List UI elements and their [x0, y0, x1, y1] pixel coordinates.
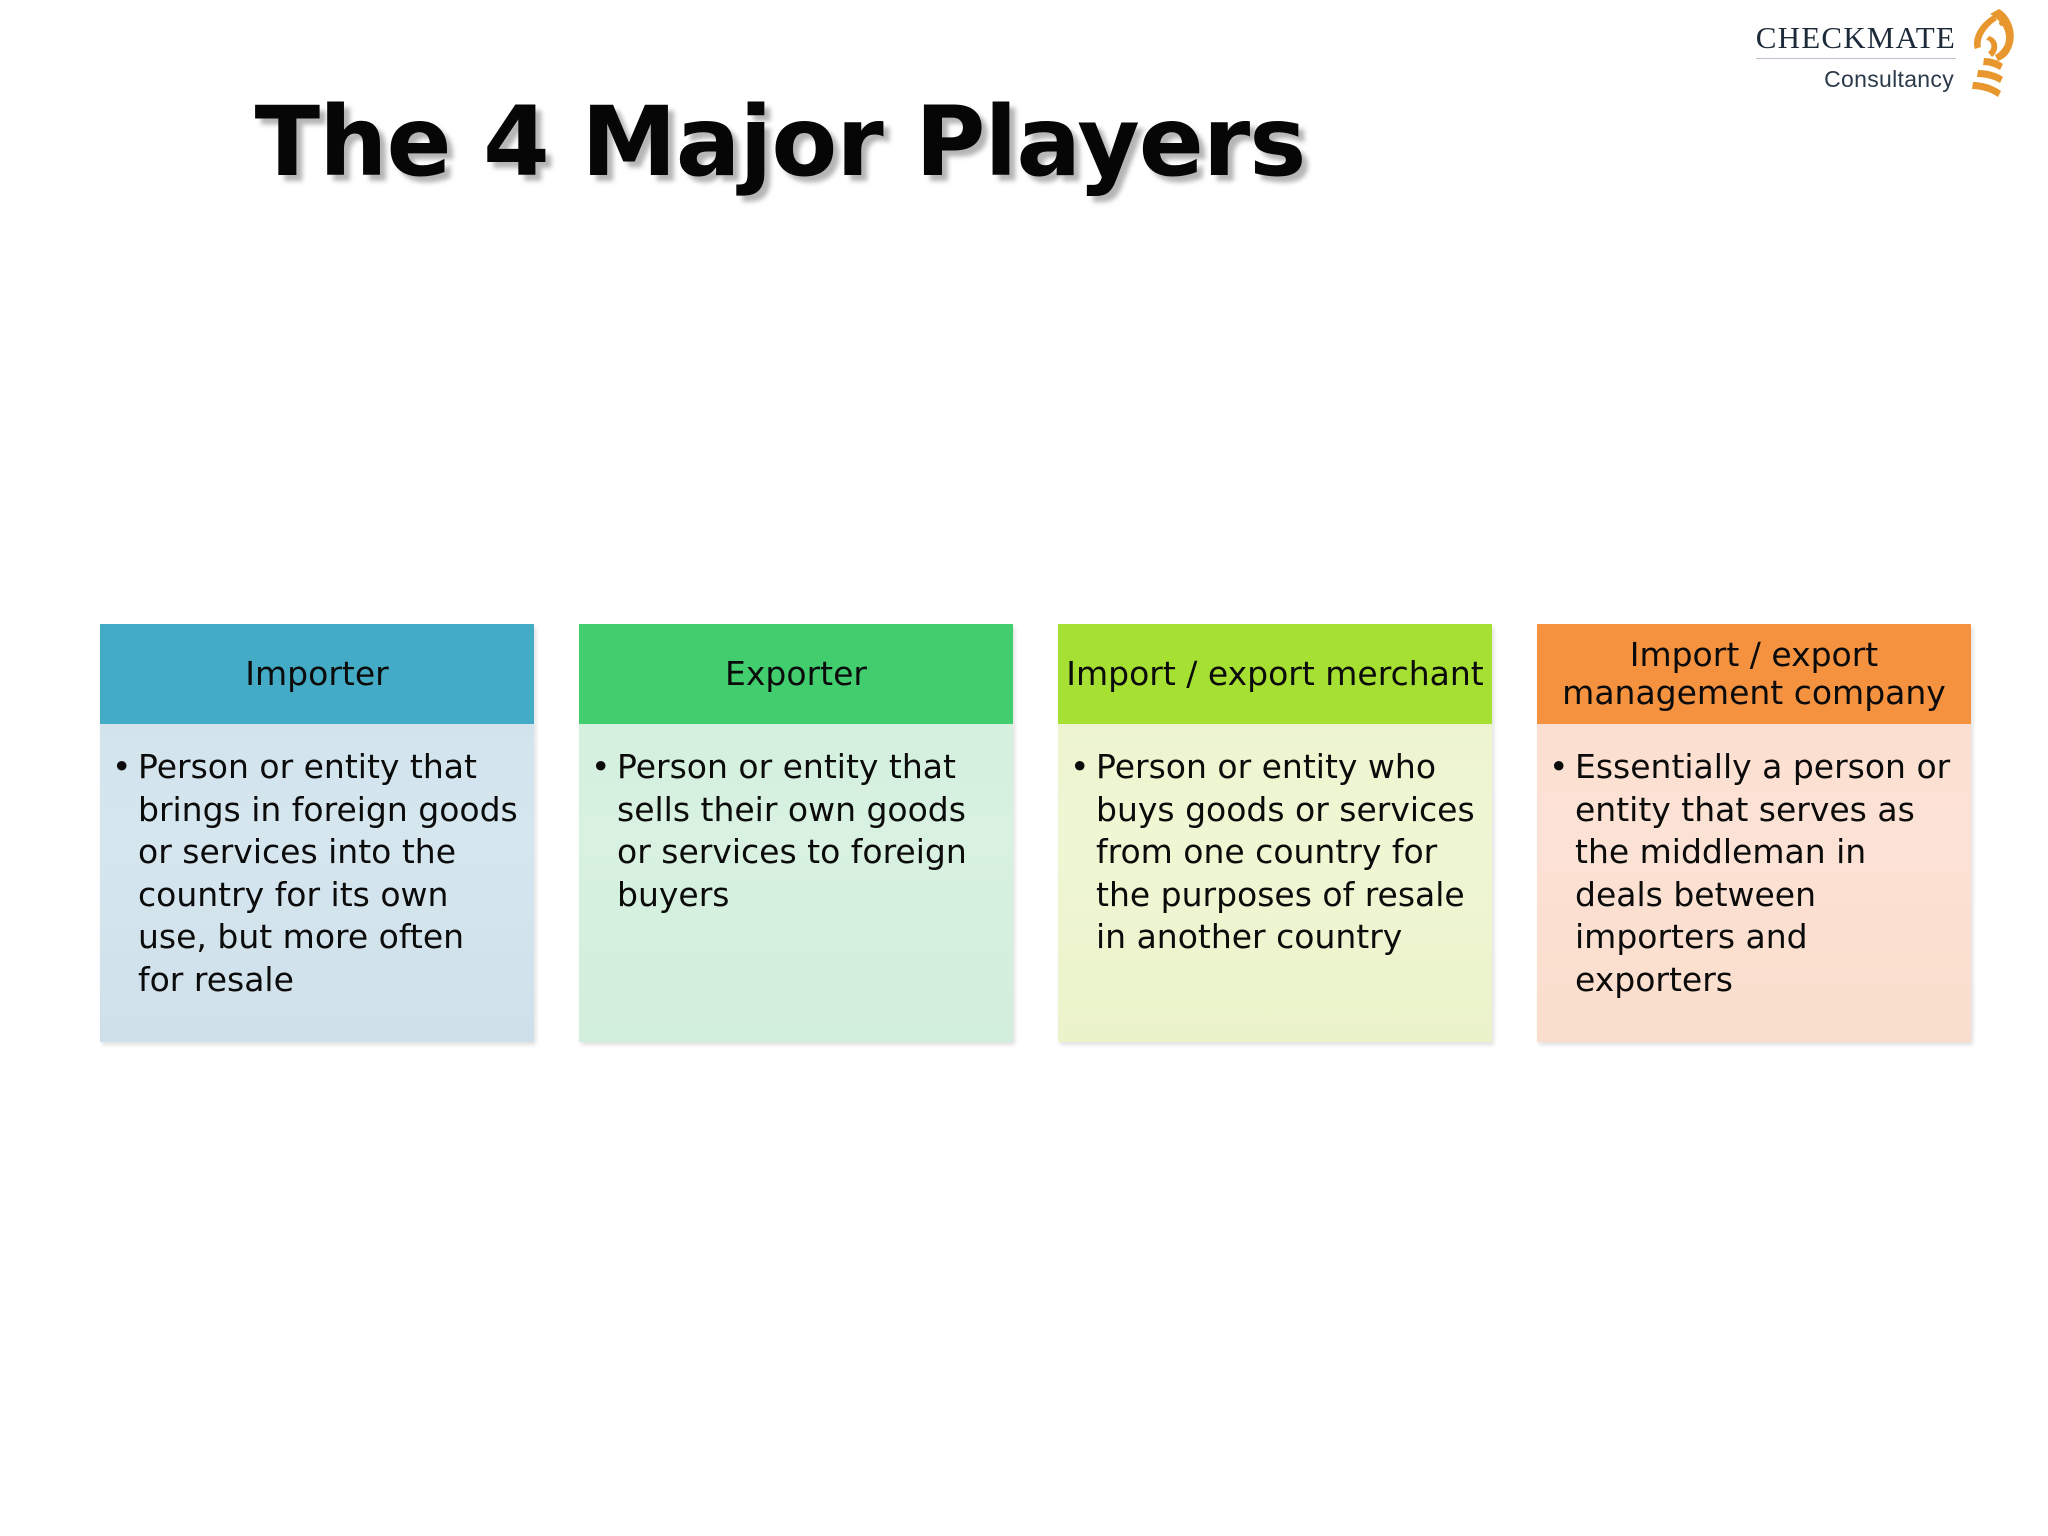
bullet-item: • Person or entity that sells their own …	[591, 746, 997, 916]
card-body-import-export-merchant: • Person or entity who buys goods or ser…	[1058, 724, 1492, 1042]
bullet-item: • Person or entity that brings in foreig…	[112, 746, 518, 1001]
logo-text-block: CHECKMATE Consultancy	[1755, 8, 1956, 92]
card-header-exporter: Exporter	[579, 624, 1013, 724]
card-header-importer: Importer	[100, 624, 534, 724]
bullet-text: Person or entity that brings in foreign …	[138, 747, 518, 999]
card-header-import-export-merchant: Import / export merchant	[1058, 624, 1492, 724]
players-card-row: Importer • Person or entity that brings …	[100, 624, 1986, 1044]
card-header-import-export-management-company: Import / export management company	[1537, 624, 1971, 724]
bullet-text: Person or entity that sells their own go…	[617, 747, 967, 914]
bullet-text: Person or entity who buys goods or servi…	[1096, 747, 1475, 957]
card-body-import-export-management-company: • Essentially a person or entity that se…	[1537, 724, 1971, 1042]
bullet-item: • Essentially a person or entity that se…	[1549, 746, 1955, 1001]
bullet-marker-icon: •	[112, 747, 132, 786]
bullet-marker-icon: •	[1549, 747, 1569, 786]
bullet-item: • Person or entity who buys goods or ser…	[1070, 746, 1476, 959]
card-import-export-management-company: Import / export management company • Ess…	[1537, 624, 1971, 1042]
bullet-text: Essentially a person or entity that serv…	[1575, 747, 1951, 999]
logo-tagline: Consultancy	[1824, 66, 1954, 92]
card-exporter: Exporter • Person or entity that sells t…	[579, 624, 1013, 1042]
card-body-exporter: • Person or entity that sells their own …	[579, 724, 1013, 1042]
logo-wordmark: CHECKMATE	[1755, 22, 1956, 59]
bullet-marker-icon: •	[591, 747, 611, 786]
card-body-importer: • Person or entity that brings in foreig…	[100, 724, 534, 1042]
card-importer: Importer • Person or entity that brings …	[100, 624, 534, 1042]
slide-title: The 4 Major Players	[254, 86, 1307, 198]
company-logo: CHECKMATE Consultancy	[1740, 8, 2020, 118]
card-import-export-merchant: Import / export merchant • Person or ent…	[1058, 624, 1492, 1042]
bullet-marker-icon: •	[1070, 747, 1090, 786]
chess-knight-icon	[1972, 9, 2014, 97]
